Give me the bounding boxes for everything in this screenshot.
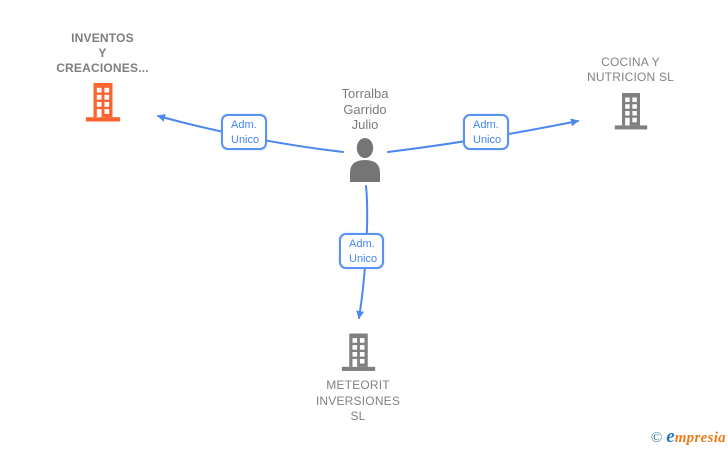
edge-label-line: Adm. (231, 119, 257, 131)
company-name: COCINA Y NUTRICION SL (587, 55, 674, 85)
person-name-line: Julio (351, 117, 379, 132)
person-name-line: Garrido (343, 101, 387, 117)
edge-label-line: Adm. (349, 238, 375, 250)
company-name-line: INVERSIONES (315, 393, 401, 408)
company-name-line: METEORIT (326, 378, 390, 392)
brand-first-letter: e (666, 426, 675, 447)
company-name-line: SL (350, 409, 366, 423)
edge-label-adm-unico-right[interactable]: Adm. Unico (463, 114, 509, 150)
edge-label-line: Adm. (473, 119, 499, 131)
building-icon[interactable] (340, 332, 377, 372)
company-node-inventos-y-creaciones[interactable]: INVENTOS Y CREACIONES... (20, 31, 185, 123)
company-node-meteorit-inversiones[interactable]: METEORIT INVERSIONES SL (276, 332, 440, 425)
person-name-line: Torralba (341, 86, 389, 101)
company-name-line: Y (98, 46, 107, 60)
copyright-symbol: © (650, 430, 663, 446)
empresia-logo[interactable]: © empresia (651, 426, 726, 448)
person-icon[interactable] (347, 137, 383, 182)
building-icon-highlighted[interactable] (84, 81, 122, 123)
building-icon[interactable] (613, 90, 649, 132)
edge-label-line: Unico (231, 134, 260, 146)
person-name: Torralba Garrido Julio (342, 86, 389, 133)
company-name-line: INVENTOS (71, 31, 134, 45)
company-name-line: NUTRICION SL (586, 70, 675, 84)
brand-rest: mpresia (674, 430, 726, 446)
company-name-line: CREACIONES... (56, 61, 149, 75)
person-node-torralba-garrido-julio[interactable]: Torralba Garrido Julio (283, 86, 447, 182)
company-node-cocina-y-nutricion[interactable]: COCINA Y NUTRICION SL (548, 55, 713, 132)
edge-label-line: Unico (349, 253, 378, 265)
company-name: METEORIT INVERSIONES SL (316, 378, 400, 425)
company-name: INVENTOS Y CREACIONES... (56, 31, 149, 76)
edge-label-line: Unico (473, 134, 502, 146)
edge-label-adm-unico-left[interactable]: Adm. Unico (221, 114, 267, 150)
company-name-line: COCINA Y (601, 55, 660, 69)
edge-label-adm-unico-bottom[interactable]: Adm. Unico (339, 233, 384, 269)
